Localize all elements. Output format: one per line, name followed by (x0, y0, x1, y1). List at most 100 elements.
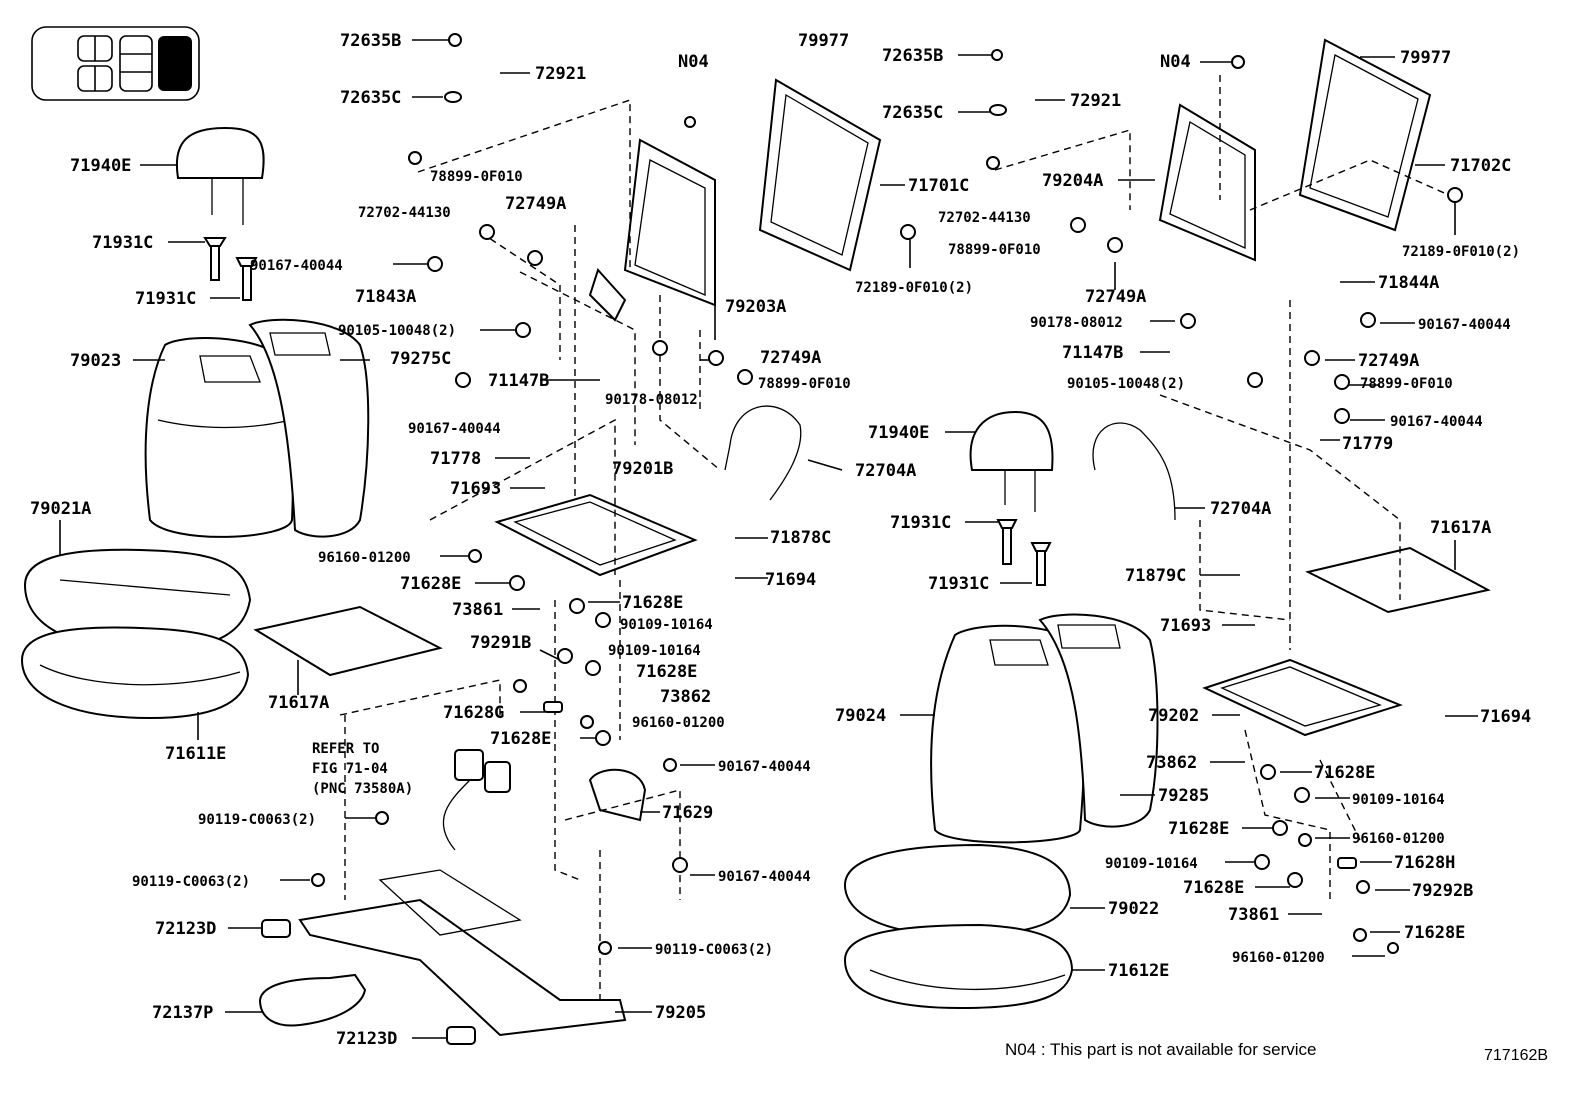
label-71693: 71693 (450, 479, 501, 499)
label-71611E: 71611E (165, 744, 226, 764)
label-72189-0F010-2: 72189-0F010(2) (1402, 244, 1520, 260)
label-71617A: 71617A (268, 693, 329, 713)
seatback-board-71702C (1298, 38, 1432, 232)
label-79022: 79022 (1108, 899, 1159, 919)
part-number-labels: 72635B 72921 72635C N04 79977 72635B N04… (30, 31, 1531, 1049)
cable-72704A-right (1092, 422, 1176, 521)
label-72921: 72921 (1070, 91, 1121, 111)
label-71931C: 71931C (135, 289, 196, 309)
label-71844A: 71844A (1378, 273, 1439, 293)
label-90119-C0063-2: 90119-C0063(2) (132, 874, 250, 890)
diagram-id: 717162B (1484, 1047, 1548, 1064)
seatback-frame-79203A (588, 138, 716, 322)
label-71931C: 71931C (890, 513, 951, 533)
label-90105-10048-2: 90105-10048(2) (1067, 376, 1185, 392)
label-72749A: 72749A (1085, 287, 1146, 307)
label-72635C: 72635C (882, 103, 943, 123)
label-73861: 73861 (452, 600, 503, 620)
label-78899-0F010: 78899-0F010 (758, 376, 851, 392)
label-90119-C0063-2: 90119-C0063(2) (198, 812, 316, 828)
label-72123D: 72123D (155, 919, 216, 939)
label-71940E: 71940E (868, 423, 929, 443)
reference-lines (339, 75, 1461, 1000)
label-90167-40044: 90167-40044 (718, 869, 811, 885)
label-71878C: 71878C (770, 528, 831, 548)
seatback-pad-79275C (248, 318, 370, 538)
label-N04: N04 (678, 52, 709, 72)
label-90109-10164: 90109-10164 (608, 643, 701, 659)
label-90167-40044: 90167-40044 (718, 759, 811, 775)
label-72921: 72921 (535, 64, 586, 84)
label-79292B: 79292B (1412, 881, 1473, 901)
label-90109-10164: 90109-10164 (1352, 792, 1445, 808)
seat-frame-79201B (494, 493, 698, 577)
label-71628E: 71628E (622, 593, 683, 613)
label-72704A: 72704A (1210, 499, 1271, 519)
label-90167-40044: 90167-40044 (408, 421, 501, 437)
label-90178-08012: 90178-08012 (605, 392, 698, 408)
sheet-71617A-left (253, 605, 443, 677)
seat-belt-buckle-left (442, 749, 511, 851)
label-71628E: 71628E (1183, 878, 1244, 898)
label-71694: 71694 (765, 570, 816, 590)
label-90167-40044: 90167-40044 (1390, 414, 1483, 430)
label-79202: 79202 (1148, 706, 1199, 726)
label-79021A: 79021A (30, 499, 91, 519)
label-90109-10164: 90109-10164 (1105, 856, 1198, 872)
label-72635C: 72635C (340, 88, 401, 108)
refer-note: REFER TO FIG 71-04 (PNC 73580A) (312, 741, 413, 797)
label-72749A: 72749A (760, 348, 821, 368)
label-96160-01200: 96160-01200 (1232, 950, 1325, 966)
label-79201B: 79201B (612, 459, 673, 479)
seat-cover-71629 (588, 768, 647, 822)
label-78899-0F010: 78899-0F010 (948, 242, 1041, 258)
seat-cushion-cover-79022 (843, 843, 1072, 937)
seat-cushion-pad-71612E (843, 923, 1074, 1010)
headrest-guide-right (996, 519, 1052, 586)
seat-location-icon (31, 26, 200, 101)
label-71843A: 71843A (355, 287, 416, 307)
label-79291B: 79291B (470, 633, 531, 653)
cover-72137P (258, 973, 367, 1027)
label-72137P: 72137P (152, 1003, 213, 1023)
label-71147B: 71147B (488, 371, 549, 391)
label-79203A: 79203A (725, 297, 786, 317)
label-71628E: 71628E (1404, 923, 1465, 943)
label-71612E: 71612E (1108, 961, 1169, 981)
label-79023: 79023 (70, 351, 121, 371)
label-73862: 73862 (1146, 753, 1197, 773)
footnote: N04 : This part is not available for ser… (1005, 1040, 1317, 1059)
label-96160-01200: 96160-01200 (1352, 831, 1445, 847)
label-72749A: 72749A (1358, 351, 1419, 371)
label-71931C: 71931C (92, 233, 153, 253)
label-90167-40044: 90167-40044 (250, 258, 343, 274)
label-78899-0F010: 78899-0F010 (430, 169, 523, 185)
label-72702-44130: 72702-44130 (358, 205, 451, 221)
label-71628E: 71628E (400, 574, 461, 594)
label-72189-0F010-2: 72189-0F010(2) (855, 280, 973, 296)
label-72123D: 72123D (336, 1029, 397, 1049)
label-96160-01200: 96160-01200 (318, 550, 411, 566)
seatback-board-71701C (758, 78, 882, 272)
cable-72704A-left (724, 405, 802, 501)
label-79977: 79977 (798, 31, 849, 51)
label-71940E: 71940E (70, 156, 131, 176)
label-71779: 71779 (1342, 434, 1393, 454)
label-79285: 79285 (1158, 786, 1209, 806)
seat-cushion-pad-71611E (20, 626, 250, 720)
label-71629: 71629 (662, 803, 713, 823)
seatback-pad-79285 (1038, 613, 1159, 828)
refer-line-1: REFER TO (312, 741, 379, 757)
label-72635B: 72635B (340, 31, 401, 51)
label-71628E: 71628E (490, 729, 551, 749)
leader-lines (59, 39, 1478, 1039)
seat-track-79205 (298, 869, 627, 1037)
label-71702C: 71702C (1450, 156, 1511, 176)
label-71628E: 71628E (1314, 763, 1375, 783)
label-71879C: 71879C (1125, 566, 1186, 586)
label-78899-0F010: 78899-0F010 (1360, 376, 1453, 392)
label-71628H: 71628H (1394, 853, 1455, 873)
sheet-71617A-right (1305, 546, 1491, 614)
